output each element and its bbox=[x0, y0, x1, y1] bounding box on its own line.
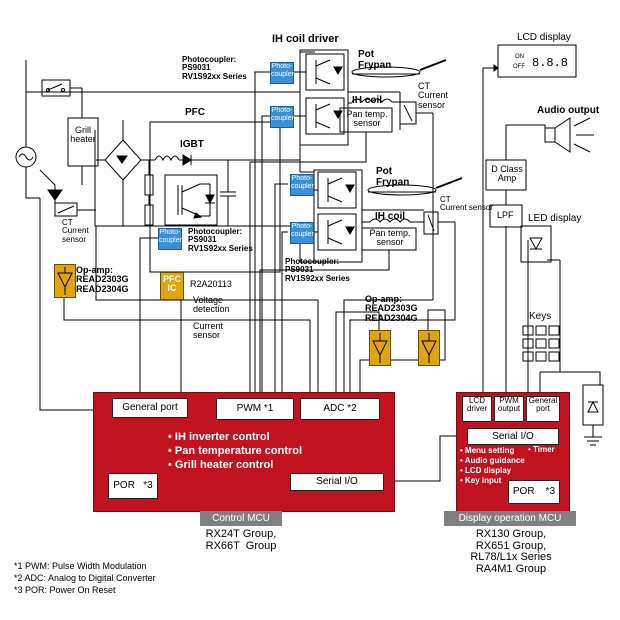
op-amp-right-label: Op-amp: READ2303G READ2304G bbox=[365, 294, 418, 323]
diode-right-icon bbox=[582, 384, 604, 426]
display-mcu-bar: Display operation MCU bbox=[444, 511, 576, 526]
photocoupler-mid-1: Photo- coupler bbox=[290, 174, 314, 196]
control-mcu-bar: Control MCU bbox=[200, 511, 282, 526]
speaker-icon bbox=[544, 127, 556, 143]
control-pwm: PWM *1 bbox=[216, 398, 294, 420]
display-por: POR *3 bbox=[508, 480, 560, 504]
d-class-amp-box bbox=[485, 159, 527, 191]
d-class-amp-label: D Class Amp bbox=[491, 164, 523, 184]
grill-heater-label: Grill heater bbox=[70, 125, 96, 145]
pfc-frame bbox=[149, 121, 281, 273]
ih-coil-driver-top-frame bbox=[299, 49, 349, 146]
footnote-3: *3 POR: Power On Reset bbox=[14, 585, 116, 595]
control-mcu-groups: RX24T Group, RX66T Group bbox=[205, 528, 277, 552]
control-serial-io: Serial I/O bbox=[290, 473, 384, 491]
pot-top-label: Pot Frypan bbox=[358, 49, 392, 71]
lcd-display-icon bbox=[497, 44, 577, 78]
control-mcu-functions: • IH inverter control • Pan temperature … bbox=[168, 430, 302, 472]
ct-mid-right-icon bbox=[423, 211, 439, 235]
control-function-2: • Pan temperature control bbox=[168, 445, 303, 457]
display-lcd-driver: LCD driver bbox=[462, 396, 492, 422]
ct-right-mid-label: CT Current sensor bbox=[440, 195, 493, 213]
display-pwm-output: PWM output bbox=[494, 396, 524, 422]
pan-temp-sensor-mid: Pan temp. sensor bbox=[369, 228, 411, 248]
r2a20113-label: R2A20113 bbox=[190, 279, 232, 289]
photocoupler-top-1: Photo- coupler bbox=[270, 62, 294, 84]
ih-coil-top-label: IH coil bbox=[352, 95, 383, 106]
photocoupler-mid-2: Photo- coupler bbox=[290, 222, 314, 244]
igbt-label: IGBT bbox=[180, 139, 204, 150]
svg-text:ON: ON bbox=[515, 54, 524, 60]
ct-right-top-label: CT Current sensor bbox=[418, 81, 449, 110]
photocoupler-top-2: Photo- coupler bbox=[270, 106, 294, 128]
lpf-label: LPF bbox=[497, 210, 514, 220]
audio-output-label: Audio output bbox=[537, 105, 600, 116]
svg-text:8.8.8: 8.8.8 bbox=[532, 56, 568, 70]
keys-label: Keys bbox=[529, 311, 552, 322]
lcd-display-label: LCD display bbox=[517, 32, 571, 43]
switch-icon bbox=[41, 79, 71, 97]
current-sensor-mid-label: Current sensor bbox=[193, 321, 224, 341]
pot-mid-label: Pot Frypan bbox=[376, 166, 410, 188]
photocoupler-top-note: Photocoupler: PS9031 RV1S92xx Series bbox=[182, 55, 247, 81]
photocoupler-mid-note: Photocoupler: PS9031 RV1S92xx Series bbox=[188, 227, 253, 253]
voltage-detection-label: Voltage detection bbox=[193, 295, 230, 315]
display-serial-io: Serial I/O bbox=[467, 428, 559, 445]
ih-coil-driver-title: IH coil driver bbox=[272, 33, 339, 45]
svg-text:OFF: OFF bbox=[513, 64, 525, 70]
op-amp-right-1-icon bbox=[369, 330, 391, 366]
op-amp-left-icon bbox=[54, 264, 76, 298]
lpf-box bbox=[489, 204, 523, 228]
footnote-1: *1 PWM: Pulse Width Modulation bbox=[14, 561, 147, 571]
igbt-icon bbox=[164, 174, 218, 226]
footnote-2: *2 ADC: Analog to Digital Converter bbox=[14, 573, 156, 583]
led-display-icon bbox=[520, 225, 552, 263]
pfc-ic-box: PFC IC bbox=[160, 272, 184, 300]
display-mcu-groups: RX130 Group, RX651 Group, RL78/L1x Serie… bbox=[470, 528, 552, 575]
ih-coil-driver-mid-frame bbox=[313, 169, 363, 263]
control-function-1: • IH inverter control bbox=[168, 431, 270, 443]
grill-heater-box bbox=[67, 117, 99, 167]
ih-coil-mid-label: IH coil bbox=[375, 211, 406, 222]
keys-icon bbox=[522, 325, 560, 362]
control-function-3: • Grill heater control bbox=[168, 459, 274, 471]
pot-mid-icon bbox=[367, 184, 437, 196]
ct-left-label: CT Current sensor bbox=[62, 218, 89, 244]
control-general-port: General port bbox=[112, 398, 188, 418]
photocoupler-low-note: Photocoupler: PS9031 RV1S92xx Series bbox=[285, 257, 350, 283]
display-general-port: General port bbox=[526, 396, 560, 422]
display-mcu-functions: • Menu setting • Audio guidance • LCD di… bbox=[460, 446, 525, 485]
pfc-label: PFC bbox=[185, 107, 205, 118]
led-display-label: LED display bbox=[528, 213, 582, 224]
photocoupler-pfc: Photo- coupler bbox=[158, 228, 182, 250]
op-amp-right-2-icon bbox=[418, 330, 440, 366]
pan-temp-sensor-top: Pan temp. sensor bbox=[346, 109, 388, 129]
display-mcu-timer: • Timer bbox=[528, 445, 555, 454]
pot-top-icon bbox=[351, 66, 421, 78]
control-por: POR *3 bbox=[108, 473, 158, 499]
op-amp-left-label: Op-amp: READ2303G READ2304G bbox=[76, 265, 129, 294]
control-adc: ADC *2 bbox=[300, 398, 380, 420]
